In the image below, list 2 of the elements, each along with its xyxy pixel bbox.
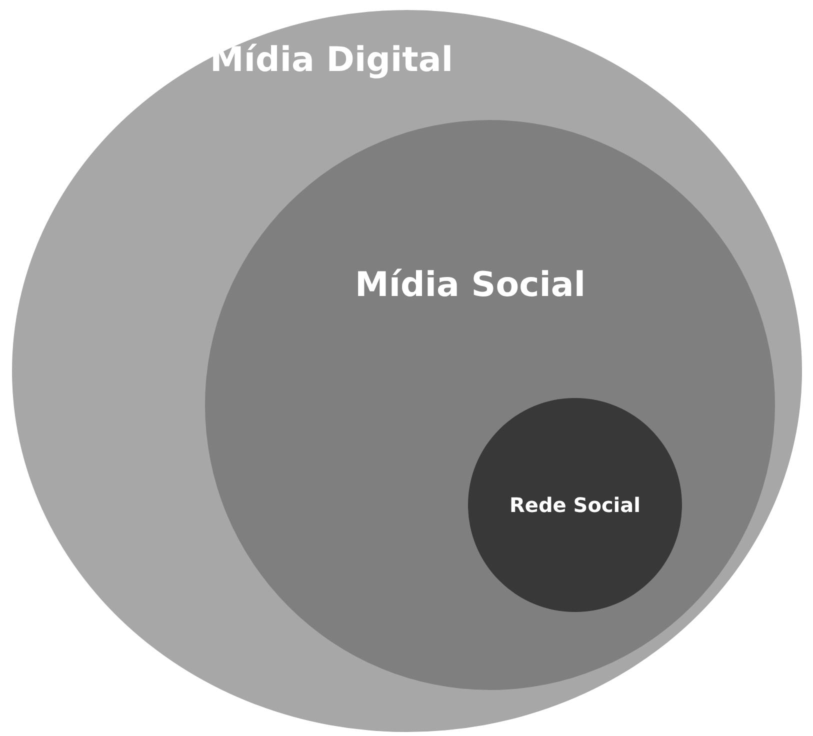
region-label: Mídia Social — [355, 265, 586, 305]
region-label: Rede Social — [510, 493, 640, 517]
